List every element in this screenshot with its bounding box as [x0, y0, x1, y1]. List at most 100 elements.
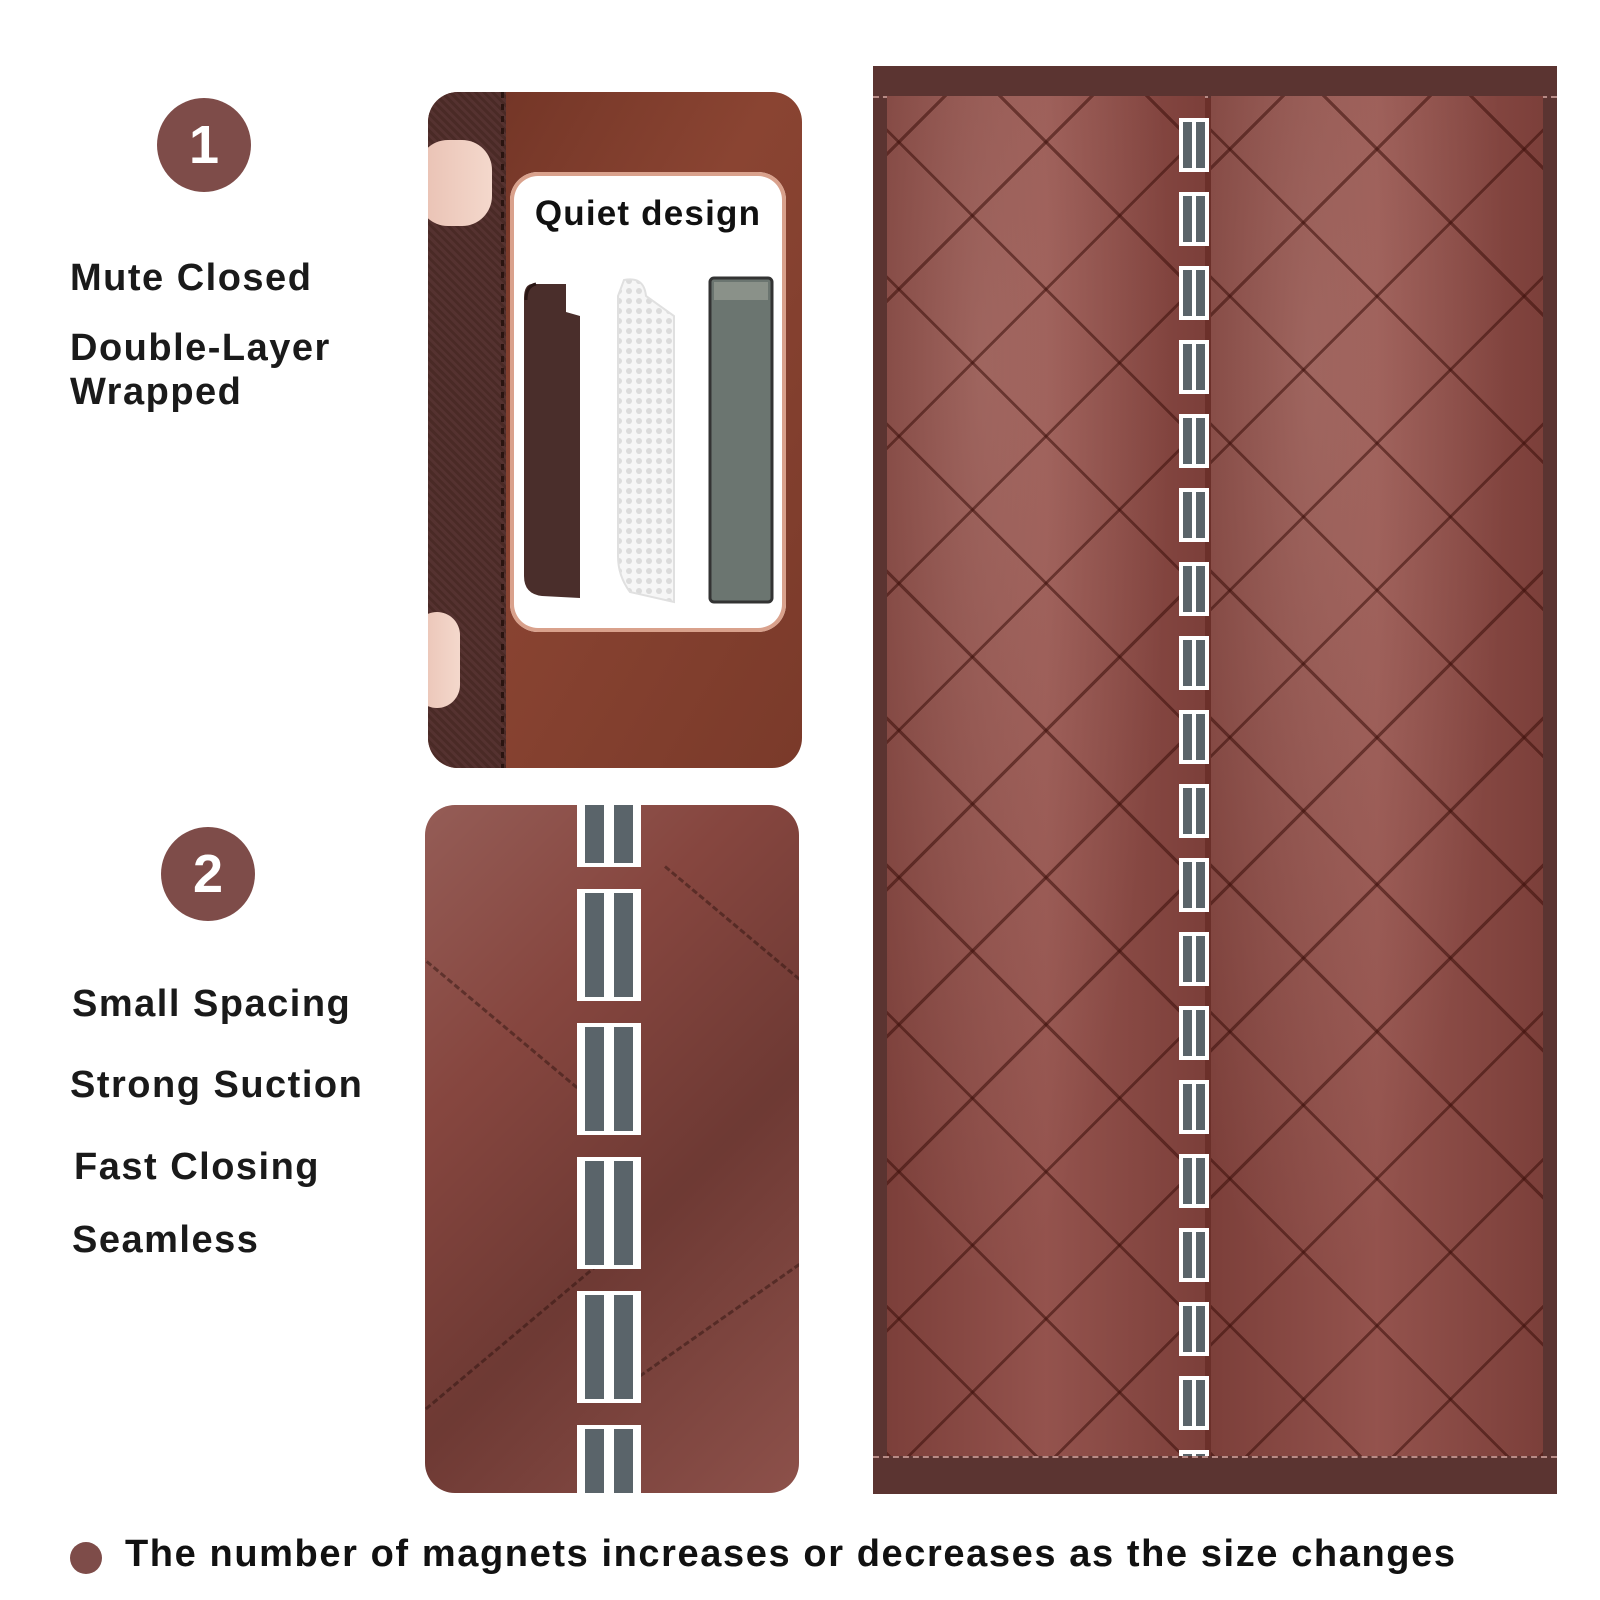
feature-fast-closing: Fast Closing [74, 1146, 321, 1188]
magnet-bar [1196, 936, 1205, 982]
magnet-bar [1183, 270, 1192, 316]
curtain-left-panel [887, 96, 1205, 1456]
magnet-bar [1183, 1306, 1192, 1352]
curtain-magnet-strip [1179, 96, 1209, 1494]
magnet-bar [1183, 418, 1192, 464]
step-2-badge: 2 [161, 827, 255, 921]
magnet-segment [1179, 562, 1209, 616]
magnet-bar [585, 893, 604, 997]
magnet-bar [1196, 1232, 1205, 1278]
magnet-bar [1196, 1010, 1205, 1056]
magnet-segment [1179, 192, 1209, 246]
quilt-seam [624, 1247, 799, 1388]
layer-foam-illustration [617, 278, 675, 604]
magnet-bar [614, 1027, 633, 1131]
feature-double-layer-wrapped: Double-Layer Wrapped [70, 327, 331, 413]
magnet-segment [1179, 1228, 1209, 1282]
footer-note: The number of magnets increases or decre… [125, 1533, 1457, 1575]
circle-bullet-icon [70, 1542, 102, 1574]
magnet-segment [1179, 858, 1209, 912]
magnet-bar [1183, 1010, 1192, 1056]
magnet-bar [1196, 1380, 1205, 1426]
magnet-segment [1179, 118, 1209, 172]
magnet-bar [614, 1429, 633, 1493]
magnet-segment [1179, 266, 1209, 320]
magnet-bar [1196, 196, 1205, 242]
magnet-segment [1179, 1376, 1209, 1430]
layer-fabric-illustration [524, 282, 580, 598]
finger-bottom-image [428, 612, 460, 708]
magnet-segment [1179, 1154, 1209, 1208]
magnet-bar [1196, 862, 1205, 908]
magnet-segment [577, 1157, 641, 1269]
magnet-segment [1179, 710, 1209, 764]
magnet-strip-closeup [577, 805, 641, 1493]
curtain-bottom-hem [873, 1456, 1557, 1494]
magnet-bar [585, 1295, 604, 1399]
feature-small-spacing: Small Spacing [72, 983, 352, 1025]
magnet-segment [1179, 1080, 1209, 1134]
magnet-bar [585, 805, 604, 863]
magnet-segment [577, 889, 641, 1001]
magnet-bar [1196, 1158, 1205, 1204]
magnet-bar [1183, 1232, 1192, 1278]
magnet-segment [577, 805, 641, 867]
magnet-bar [1183, 640, 1192, 686]
magnet-bar [1183, 1158, 1192, 1204]
feature-mute-closed: Mute Closed [70, 257, 313, 299]
magnet-segment [1179, 488, 1209, 542]
curtain-top-hem [873, 66, 1557, 98]
magnet-segment [1179, 340, 1209, 394]
magnet-bar [614, 805, 633, 863]
magnet-bar [1183, 122, 1192, 168]
magnet-segment [1179, 1302, 1209, 1356]
magnet-segment [1179, 414, 1209, 468]
magnet-bar [1183, 936, 1192, 982]
magnet-bar [585, 1027, 604, 1131]
magnet-bar [614, 1295, 633, 1399]
magnet-closeup-photo [425, 805, 799, 1493]
finger-top-image [428, 140, 492, 226]
magnet-bar [1183, 1380, 1192, 1426]
quiet-design-title: Quiet design [534, 194, 762, 233]
magnet-bar [1183, 1084, 1192, 1130]
magnet-segment [1179, 932, 1209, 986]
magnet-bar [1196, 640, 1205, 686]
quilt-seam [425, 925, 586, 1095]
magnet-bar [1196, 566, 1205, 612]
magnet-bar [1183, 344, 1192, 390]
magnet-segment [577, 1023, 641, 1135]
magnet-bar [1196, 270, 1205, 316]
magnet-segment [577, 1425, 641, 1493]
step-1-badge: 1 [157, 98, 251, 192]
magnet-bar [614, 1161, 633, 1265]
magnet-segment [1179, 784, 1209, 838]
quilt-seam [664, 865, 799, 1010]
magnet-segment [1179, 636, 1209, 690]
feature-strong-suction: Strong Suction [70, 1064, 364, 1106]
magnetic-door-curtain [873, 66, 1557, 1494]
feature-seamless: Seamless [72, 1219, 260, 1261]
magnet-bar [1183, 788, 1192, 834]
curtain-right-panel [1211, 96, 1543, 1456]
curtain-right-border [1541, 66, 1557, 1494]
magnet-bar [1183, 492, 1192, 538]
magnet-bar [1183, 862, 1192, 908]
magnet-bar [585, 1429, 604, 1493]
magnet-segment [577, 1291, 641, 1403]
magnet-bar [1183, 196, 1192, 242]
magnet-bar [1196, 788, 1205, 834]
layer-magnet-illustration [708, 276, 774, 604]
magnet-bar [1183, 566, 1192, 612]
magnet-bar [1196, 492, 1205, 538]
magnet-bar [1196, 1306, 1205, 1352]
magnet-segment [1179, 1006, 1209, 1060]
magnet-bar [1196, 122, 1205, 168]
magnet-bar [1196, 1084, 1205, 1130]
magnet-bar [614, 893, 633, 997]
magnet-bar [1196, 714, 1205, 760]
magnet-bar [585, 1161, 604, 1265]
magnet-bar [1196, 344, 1205, 390]
magnet-bar [1183, 714, 1192, 760]
magnet-bar [1196, 418, 1205, 464]
